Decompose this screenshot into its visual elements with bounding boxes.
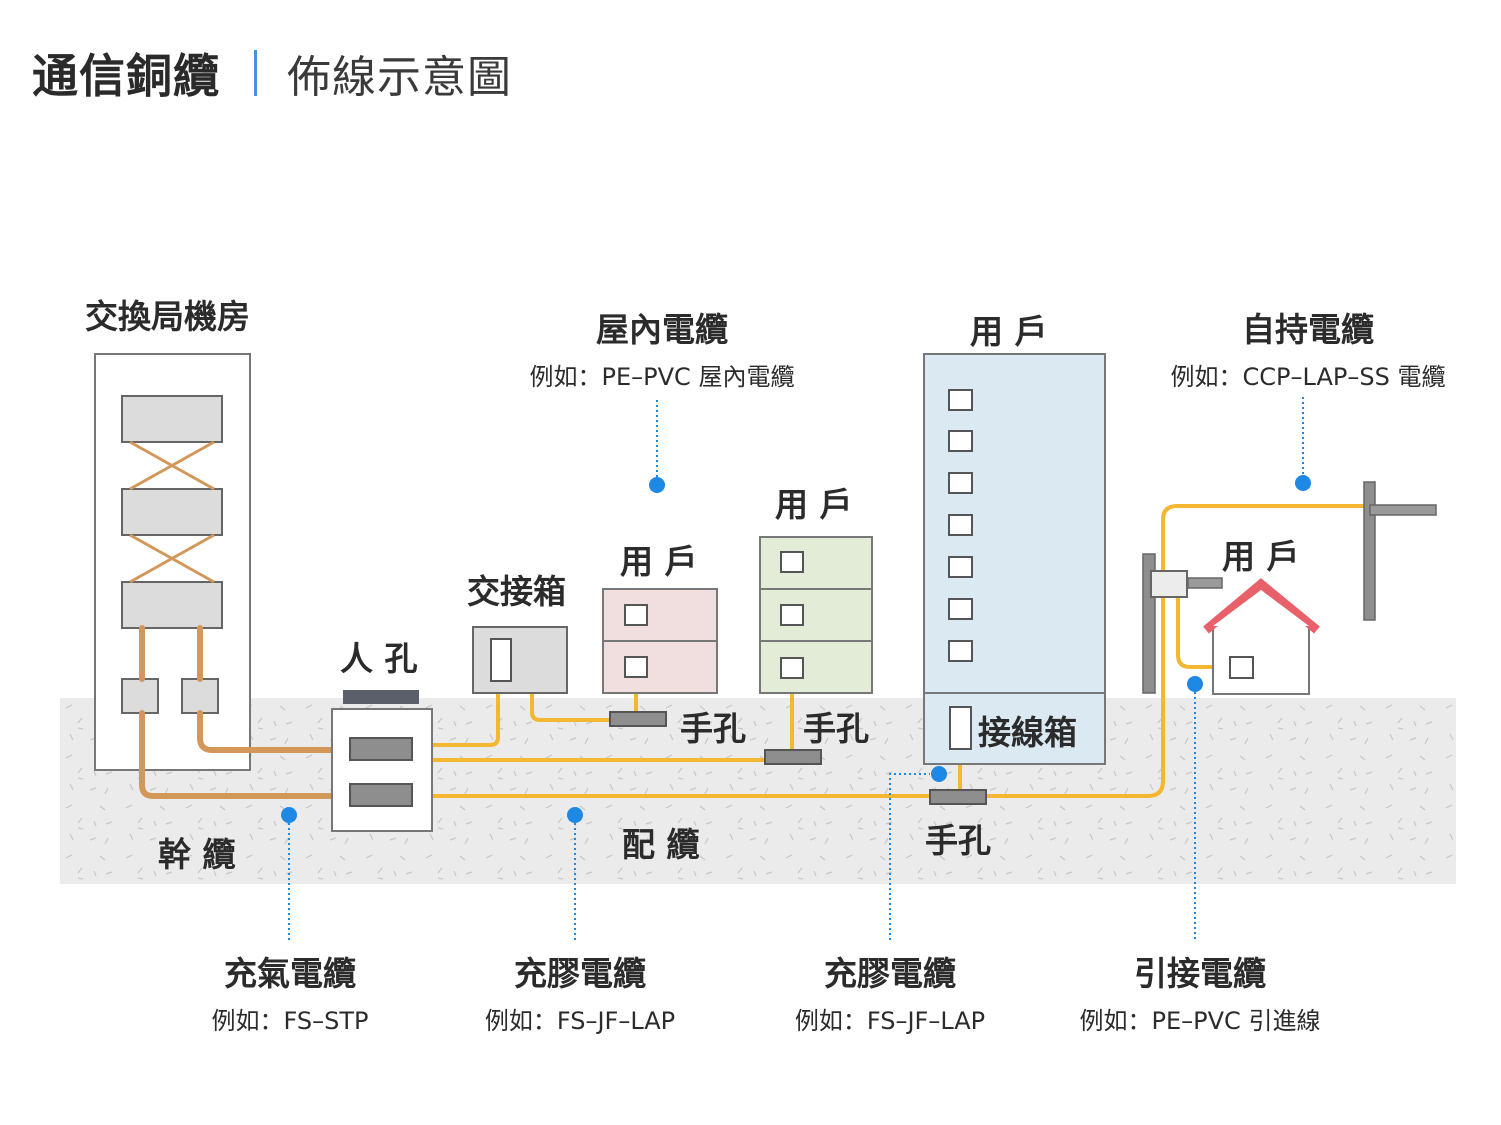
page-title: 通信銅纜: [32, 49, 220, 103]
callout-jelly-1-example: 例如：FS–JF–LAP: [484, 1007, 676, 1035]
callout-leaders: [288, 397, 1304, 940]
exchange-office-label: 交換局機房: [85, 297, 250, 336]
callout-self-support-title: 自持電纜: [1242, 310, 1374, 349]
handhole-label-1: 手孔: [680, 709, 746, 748]
junction-box-label: 接線箱: [978, 713, 1077, 752]
page-subtitle: 佈線示意圖: [287, 52, 512, 103]
handhole-1-icon: [609, 711, 667, 727]
user-building-tall-icon: [923, 353, 1106, 765]
user-building-green-icon: [759, 536, 873, 694]
trunk-cables: [139, 625, 353, 799]
user-label-house: 用 戶: [1222, 537, 1300, 576]
callout-jelly-2-title: 充膠電纜: [824, 954, 956, 993]
callout-dots: [281, 475, 1311, 823]
callout-gas-filled-cable: 充氣電纜 例如：FS–STP: [130, 947, 450, 1036]
utility-pole-right-icon: [1363, 481, 1437, 621]
callout-jelly-1-title: 充膠電纜: [514, 954, 646, 993]
user-building-pink-icon: [602, 588, 718, 694]
callout-jelly-filled-cable-1: 充膠電纜 例如：FS–JF–LAP: [420, 947, 740, 1036]
callout-gas-filled-title: 充氣電纜: [224, 954, 356, 993]
callout-self-support-example: 例如：CCP–LAP–SS 電纜: [1170, 363, 1446, 391]
callout-drop-example: 例如：PE–PVC 引進線: [1079, 1007, 1321, 1035]
cross-box-label: 交接箱: [467, 572, 566, 611]
callout-drop-cable: 引接電纜 例如：PE–PVC 引進線: [1040, 947, 1360, 1036]
callout-dot-drop: [1187, 676, 1203, 692]
callout-dot-jelly-1: [567, 807, 583, 823]
house-icon: [1203, 578, 1320, 695]
manhole-icon: [331, 690, 433, 832]
callout-drop-title: 引接電纜: [1134, 954, 1266, 993]
user-label-green: 用 戶: [775, 485, 853, 524]
callout-jelly-filled-cable-2: 充膠電纜 例如：FS–JF–LAP: [730, 947, 1050, 1036]
callout-jelly-2-example: 例如：FS–JF–LAP: [794, 1007, 986, 1035]
user-label-tall: 用 戶: [970, 312, 1048, 351]
callout-dot-jelly-2: [931, 766, 947, 782]
handhole-label-2: 手孔: [803, 709, 869, 748]
manhole-label: 人 孔: [340, 639, 418, 678]
utility-pole-left-icon: [1142, 553, 1223, 694]
callout-gas-filled-example: 例如：FS–STP: [211, 1007, 369, 1035]
user-label-pink: 用 戶: [620, 542, 698, 581]
cross-box-icon: [472, 626, 568, 694]
callout-dot-gas-filled: [281, 807, 297, 823]
handhole-label-3: 手孔: [925, 821, 991, 860]
handhole-2-icon: [764, 749, 822, 765]
distribution-cable-label: 配 纜: [622, 825, 700, 864]
callout-indoor-cable: 屋內電纜 例如：PE–PVC 屋內電纜: [502, 303, 822, 392]
trunk-cable-label: 幹 纜: [158, 835, 236, 874]
callout-indoor-title: 屋內電纜: [596, 310, 728, 349]
callout-dot-indoor: [649, 477, 665, 493]
callout-dot-self-support: [1295, 475, 1311, 491]
callout-self-support-cable: 自持電纜 例如：CCP–LAP–SS 電纜: [1148, 303, 1468, 392]
title-separator: [254, 50, 257, 96]
exchange-building-icon: [94, 353, 251, 771]
callout-indoor-example: 例如：PE–PVC 屋內電纜: [529, 363, 795, 391]
handhole-3-icon: [929, 789, 987, 805]
ground-area: [60, 698, 1456, 884]
page-header: 通信銅纜 佈線示意圖: [32, 38, 512, 108]
